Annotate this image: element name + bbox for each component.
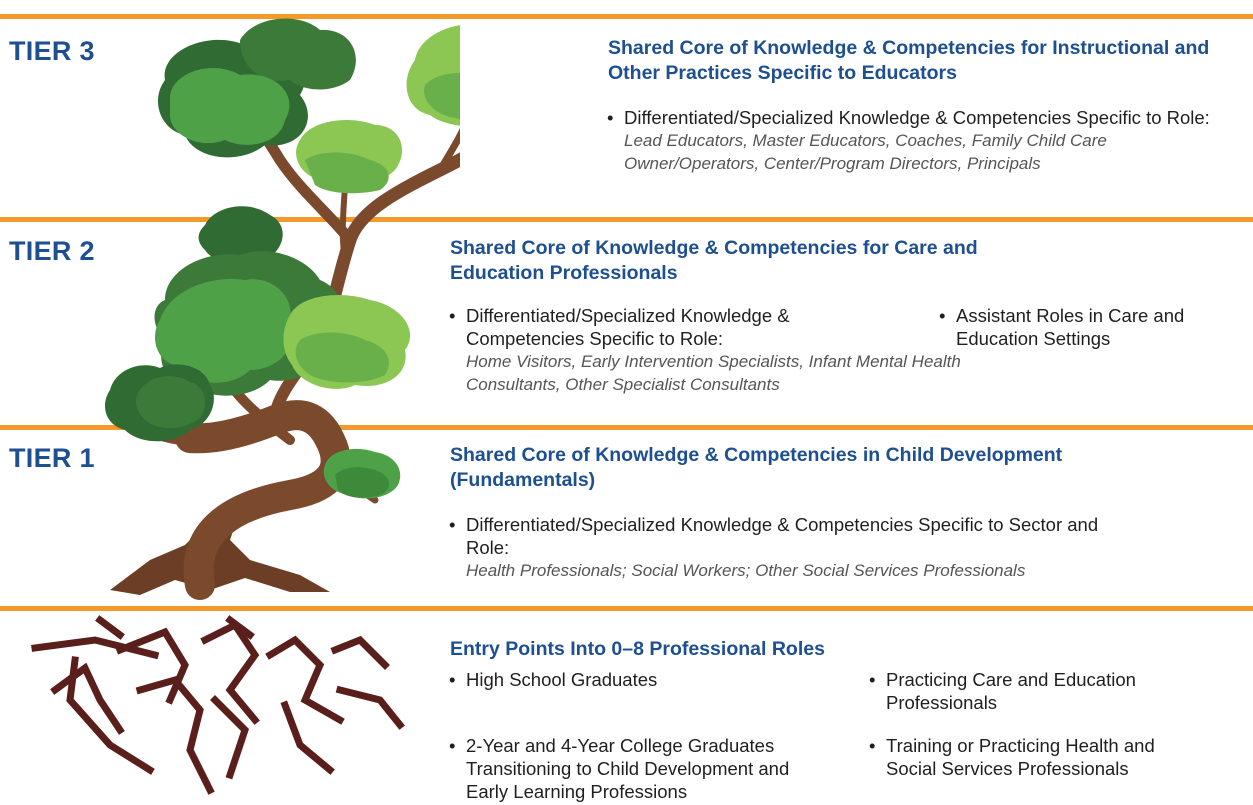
tier2-heading: Shared Core of Knowledge & Competencies … [450, 237, 978, 284]
entry-bullet-2-text: Practicing Care and Education Profession… [886, 669, 1136, 713]
foliage [105, 18, 460, 499]
entry-bullet-3: • 2-Year and 4-Year College Graduates Tr… [449, 734, 836, 803]
tier2-label: TIER 2 [9, 236, 95, 266]
divider-top [0, 14, 1253, 19]
bullet-dot: • [607, 107, 614, 128]
tier2-bullet-1-text: Differentiated/Specialized Knowledge & C… [466, 305, 790, 349]
tier3-heading: Shared Core of Knowledge & Competencies … [608, 37, 1210, 84]
divider-tier2-tier1 [0, 425, 1253, 430]
entry-bullet-3-text: 2-Year and 4-Year College Graduates Tran… [466, 735, 790, 802]
tier2-bullet-1: • Differentiated/Specialized Knowledge &… [449, 304, 966, 396]
bullet-dot: • [449, 669, 456, 690]
bullet-dot: • [449, 514, 456, 535]
tier2-bullet-1-detail: Home Visitors, Early Intervention Specia… [466, 352, 961, 394]
tier3-bullet: • Differentiated/Specialized Knowledge &… [607, 106, 1214, 175]
tier2-bullet-2-text: Assistant Roles in Care and Education Se… [956, 305, 1185, 349]
bullet-dot: • [449, 735, 456, 756]
tier3-label: TIER 3 [9, 36, 95, 66]
tier3-bullet-text: Differentiated/Specialized Knowledge & C… [624, 107, 1210, 128]
tier1-heading: Shared Core of Knowledge & Competencies … [450, 444, 1063, 491]
tier1-bullet: • Differentiated/Specialized Knowledge &… [449, 513, 1126, 582]
bullet-dot: • [869, 669, 876, 690]
tier1-bullet-detail: Health Professionals; Social Workers; Ot… [466, 561, 1026, 580]
divider-tier3-tier2 [0, 217, 1253, 222]
entry-bullet-1: • High School Graduates [449, 668, 826, 691]
tier1-bullet-text: Differentiated/Specialized Knowledge & C… [466, 514, 1099, 558]
bullet-dot: • [449, 305, 456, 326]
divider-tier1-entry [0, 606, 1253, 611]
trunk-base [110, 510, 330, 595]
entry-bullet-1-text: High School Graduates [466, 669, 658, 690]
tier2-bullet-2: • Assistant Roles in Care and Education … [939, 304, 1216, 350]
entry-bullet-4: • Training or Practicing Health and Soci… [869, 734, 1206, 780]
bullet-dot: • [869, 735, 876, 756]
entry-bullet-2: • Practicing Care and Education Professi… [869, 668, 1216, 714]
roots-icon [31, 615, 405, 795]
entry-bullet-4-text: Training or Practicing Health and Social… [886, 735, 1155, 779]
entry-heading: Entry Points Into 0–8 Professional Roles [450, 638, 825, 660]
tier3-bullet-detail: Lead Educators, Master Educators, Coache… [624, 131, 1107, 173]
tree-illustration [31, 18, 460, 795]
tier1-label: TIER 1 [9, 443, 95, 473]
bullet-dot: • [939, 305, 946, 326]
